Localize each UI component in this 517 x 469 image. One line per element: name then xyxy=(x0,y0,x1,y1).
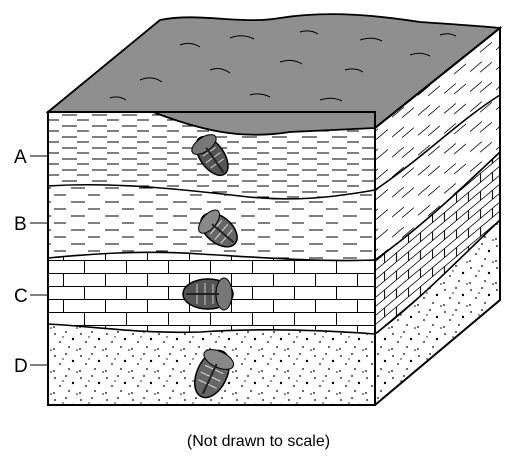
trilobite-icon xyxy=(182,277,234,311)
layer-c-side xyxy=(375,152,500,334)
trilobite-icon xyxy=(191,134,229,177)
layer-b-side xyxy=(375,95,500,260)
layer-label-d: D xyxy=(14,356,28,377)
ground-surface xyxy=(45,13,503,136)
surface-texture xyxy=(109,30,457,102)
layer-a-side xyxy=(375,28,500,190)
layer-d-side xyxy=(375,220,500,405)
scale-caption: (Not drawn to scale) xyxy=(186,433,331,450)
layer-label-c: C xyxy=(14,286,28,307)
layer-label-b: B xyxy=(14,214,27,235)
trilobite-icon xyxy=(198,209,238,248)
layer-label-a: A xyxy=(14,147,27,168)
trilobite-icon xyxy=(194,349,235,399)
